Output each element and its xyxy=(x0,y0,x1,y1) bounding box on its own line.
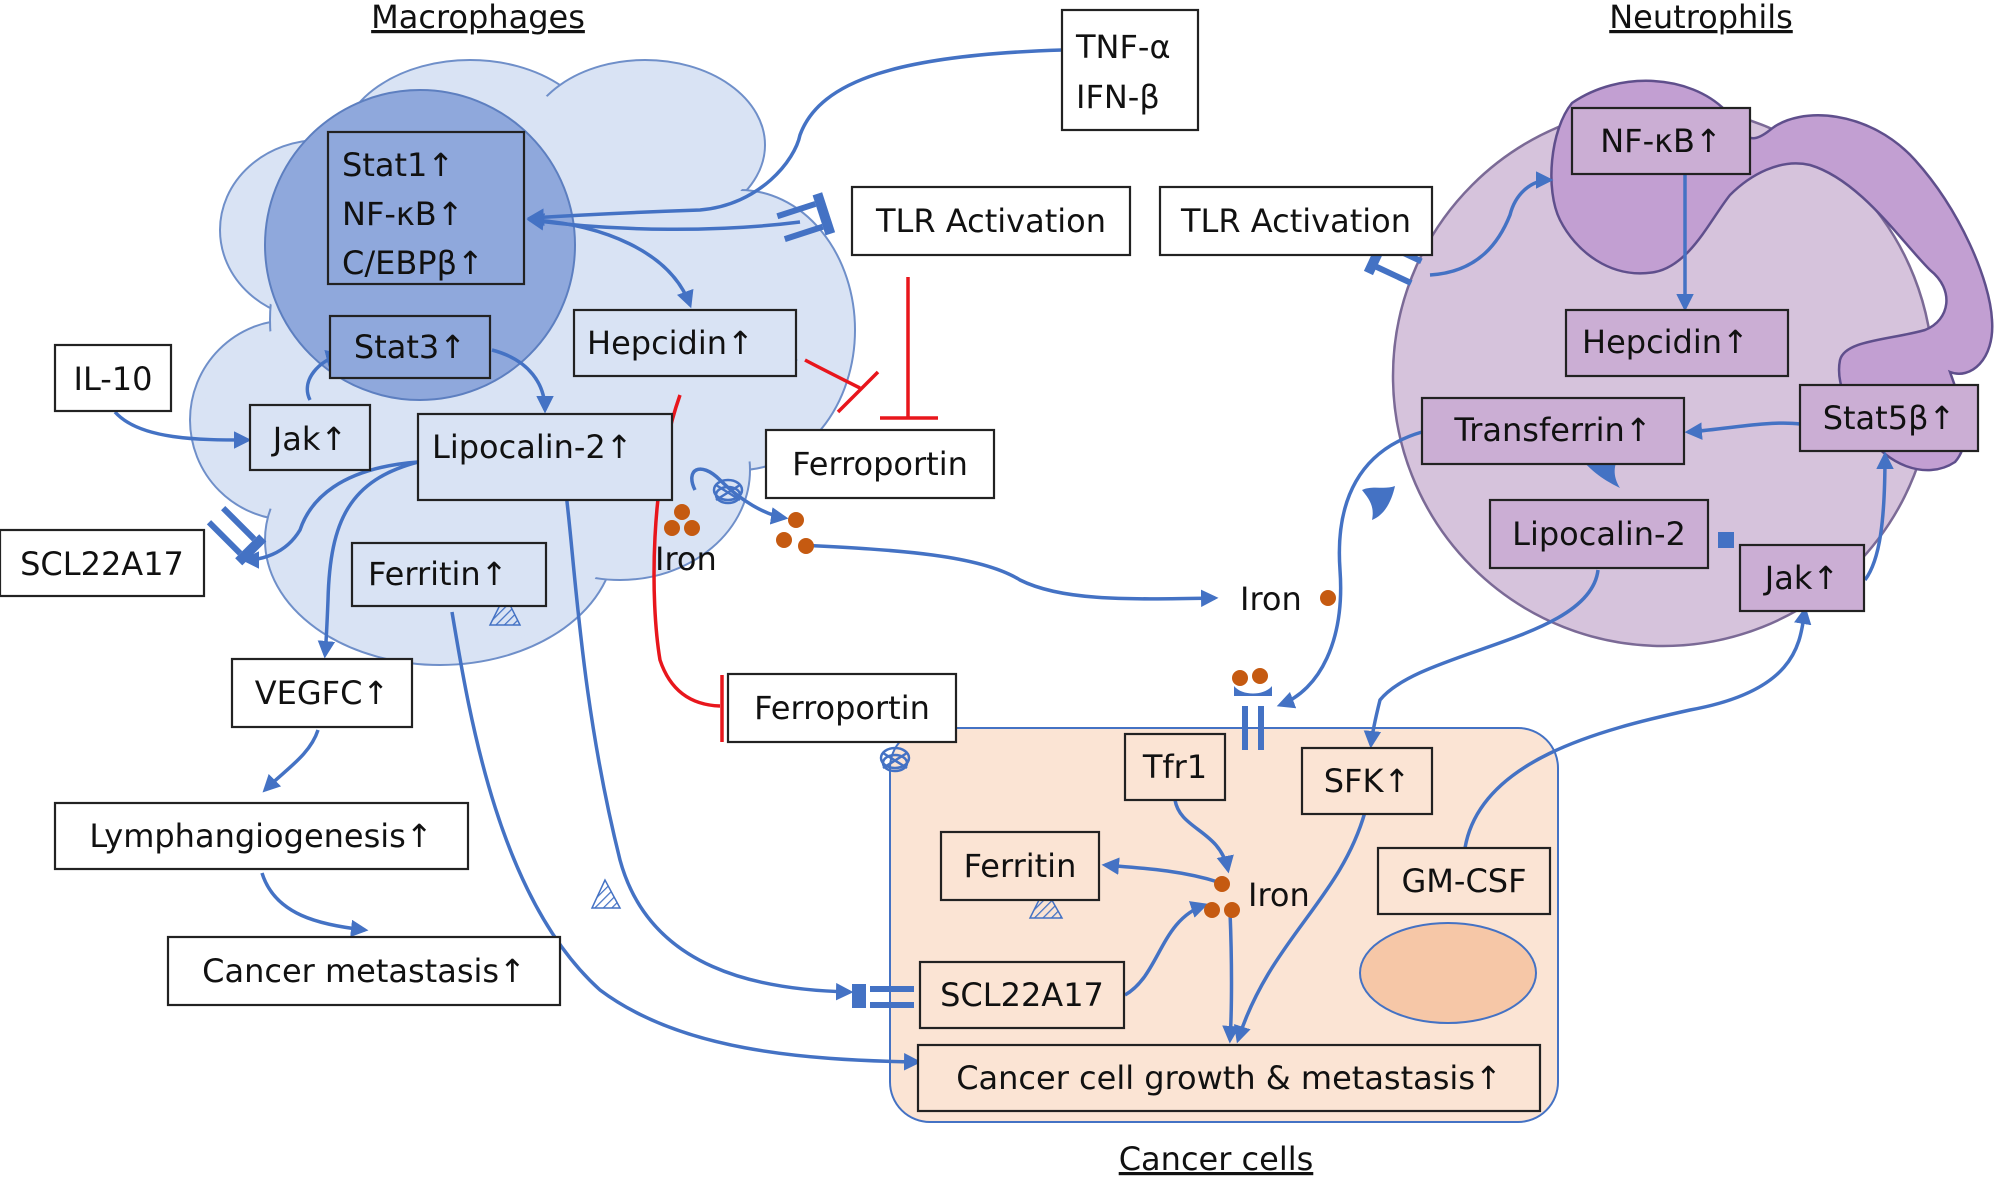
svg-text:Transferrin↑: Transferrin↑ xyxy=(1453,411,1651,449)
svg-text:SCL22A17: SCL22A17 xyxy=(20,545,184,583)
hepcidin-macrophage-box: Hepcidin↑ xyxy=(572,308,798,378)
heading-neutrophils: Neutrophils xyxy=(1609,0,1793,36)
cytokine-box: TNF-α IFN-β xyxy=(1060,8,1200,132)
svg-text:Lipocalin-2: Lipocalin-2 xyxy=(1512,515,1686,553)
svg-text:Jak↑: Jak↑ xyxy=(1763,559,1839,597)
iron-macrophage-label: Iron xyxy=(655,540,717,578)
ifn-label: IFN-β xyxy=(1076,78,1160,116)
ferritin-cone-icon xyxy=(488,593,1064,919)
cancer-nucleus xyxy=(1359,922,1537,1024)
svg-text:Ferritin: Ferritin xyxy=(964,847,1077,885)
ferritin-cancer-box: Ferritin xyxy=(939,830,1101,902)
svg-text:Cancer cell growth & metastasi: Cancer cell growth & metastasis↑ xyxy=(956,1059,1502,1097)
iron-cancer-label: Iron xyxy=(1248,876,1310,914)
svg-text:Ferroportin: Ferroportin xyxy=(754,689,930,727)
svg-text:Tfr1: Tfr1 xyxy=(1142,748,1207,786)
sfk-box: SFK↑ xyxy=(1300,746,1434,816)
ferroportin-bottom-box: Ferroportin xyxy=(726,672,958,744)
iron-middle-label: Iron xyxy=(1240,580,1302,618)
scl22a17-cancer-box: SCL22A17 xyxy=(918,960,1126,1030)
tfr1-box: Tfr1 xyxy=(1123,732,1227,802)
svg-text:Ferritin↑: Ferritin↑ xyxy=(368,555,508,593)
lymphangiogenesis-box: Lymphangiogenesis↑ xyxy=(53,801,470,871)
heading-cancer-cells: Cancer cells xyxy=(1119,1140,1314,1178)
iron-dot-icon xyxy=(664,504,1336,918)
scl22a17-macrophage-box: SCL22A17 xyxy=(0,528,206,598)
svg-text:NF-κB↑: NF-κB↑ xyxy=(1600,122,1722,160)
svg-text:TLR Activation: TLR Activation xyxy=(1180,202,1411,240)
svg-text:Lymphangiogenesis↑: Lymphangiogenesis↑ xyxy=(89,817,432,855)
svg-text:Stat5β↑: Stat5β↑ xyxy=(1823,399,1956,437)
stat5b-box: Stat5β↑ xyxy=(1798,383,1980,453)
ferroportin-coil-icon xyxy=(712,478,911,773)
ferroportin-top-box: Ferroportin xyxy=(764,428,996,500)
nfkb-neutrophil-box: NF-κB↑ xyxy=(1570,106,1752,176)
activation-arrows xyxy=(113,48,1894,1071)
macrophage-transcription-factors: Stat1↑ NF-κB↑ C/EBPβ↑ xyxy=(326,130,526,286)
lipocalin2-macrophage-box: Lipocalin-2↑ xyxy=(416,412,674,502)
cebpb-label: C/EBPβ↑ xyxy=(342,244,484,282)
cancer-growth-box: Cancer cell growth & metastasis↑ xyxy=(916,1043,1542,1113)
transferrin-box: Transferrin↑ xyxy=(1420,396,1686,466)
jak-neutrophil-box: Jak↑ xyxy=(1738,543,1866,613)
jak-macrophage-box: Jak↑ xyxy=(248,403,372,472)
svg-text:TLR Activation: TLR Activation xyxy=(875,202,1106,240)
svg-text:Jak↑: Jak↑ xyxy=(271,420,347,458)
heading-macrophages: Macrophages xyxy=(371,0,585,36)
svg-text:GM-CSF: GM-CSF xyxy=(1401,862,1526,900)
svg-text:Ferroportin: Ferroportin xyxy=(792,445,968,483)
stat3-box: Stat3↑ xyxy=(328,314,492,380)
tnf-label: TNF-α xyxy=(1075,28,1171,66)
vegfc-box: VEGFC↑ xyxy=(230,657,414,729)
hepcidin-neutrophil-box: Hepcidin↑ xyxy=(1564,308,1790,378)
il10-box: IL-10 xyxy=(53,343,173,413)
gmcsf-box: GM-CSF xyxy=(1376,846,1552,916)
nfkb-label: NF-κB↑ xyxy=(342,195,464,233)
svg-text:Cancer metastasis↑: Cancer metastasis↑ xyxy=(202,952,526,990)
svg-text:SCL22A17: SCL22A17 xyxy=(940,976,1104,1014)
svg-text:VEGFC↑: VEGFC↑ xyxy=(255,674,389,712)
tlr-activation-neutrophil-box: TLR Activation xyxy=(1158,185,1434,257)
svg-text:SFK↑: SFK↑ xyxy=(1324,762,1411,800)
ferritin-macrophage-box: Ferritin↑ xyxy=(350,541,548,608)
svg-text:IL-10: IL-10 xyxy=(74,360,153,398)
stat1-label: Stat1↑ xyxy=(342,146,454,184)
svg-text:Stat3↑: Stat3↑ xyxy=(354,328,466,366)
tlr-activation-macrophage-box: TLR Activation xyxy=(850,185,1132,257)
svg-text:Hepcidin↑: Hepcidin↑ xyxy=(587,324,754,362)
svg-text:Hepcidin↑: Hepcidin↑ xyxy=(1582,323,1749,361)
lipocalin2-neutrophil-box: Lipocalin-2 xyxy=(1488,498,1710,570)
cancer-metastasis-box: Cancer metastasis↑ xyxy=(166,935,562,1007)
svg-text:Lipocalin-2↑: Lipocalin-2↑ xyxy=(432,428,633,466)
